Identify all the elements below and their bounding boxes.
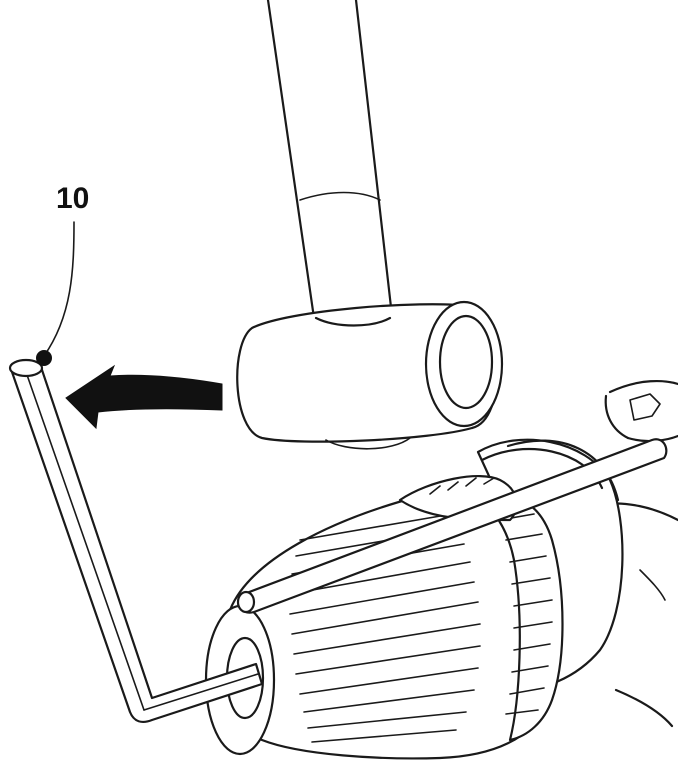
callout-number: 10 <box>56 182 89 215</box>
drill-chuck <box>204 438 624 760</box>
curved-arrow-left-icon <box>65 364 223 430</box>
side-handle-bar <box>236 438 668 614</box>
hex-key <box>8 358 264 723</box>
hammer <box>236 0 504 450</box>
callout-10: 10 <box>36 182 89 366</box>
callout-dot <box>36 350 52 366</box>
